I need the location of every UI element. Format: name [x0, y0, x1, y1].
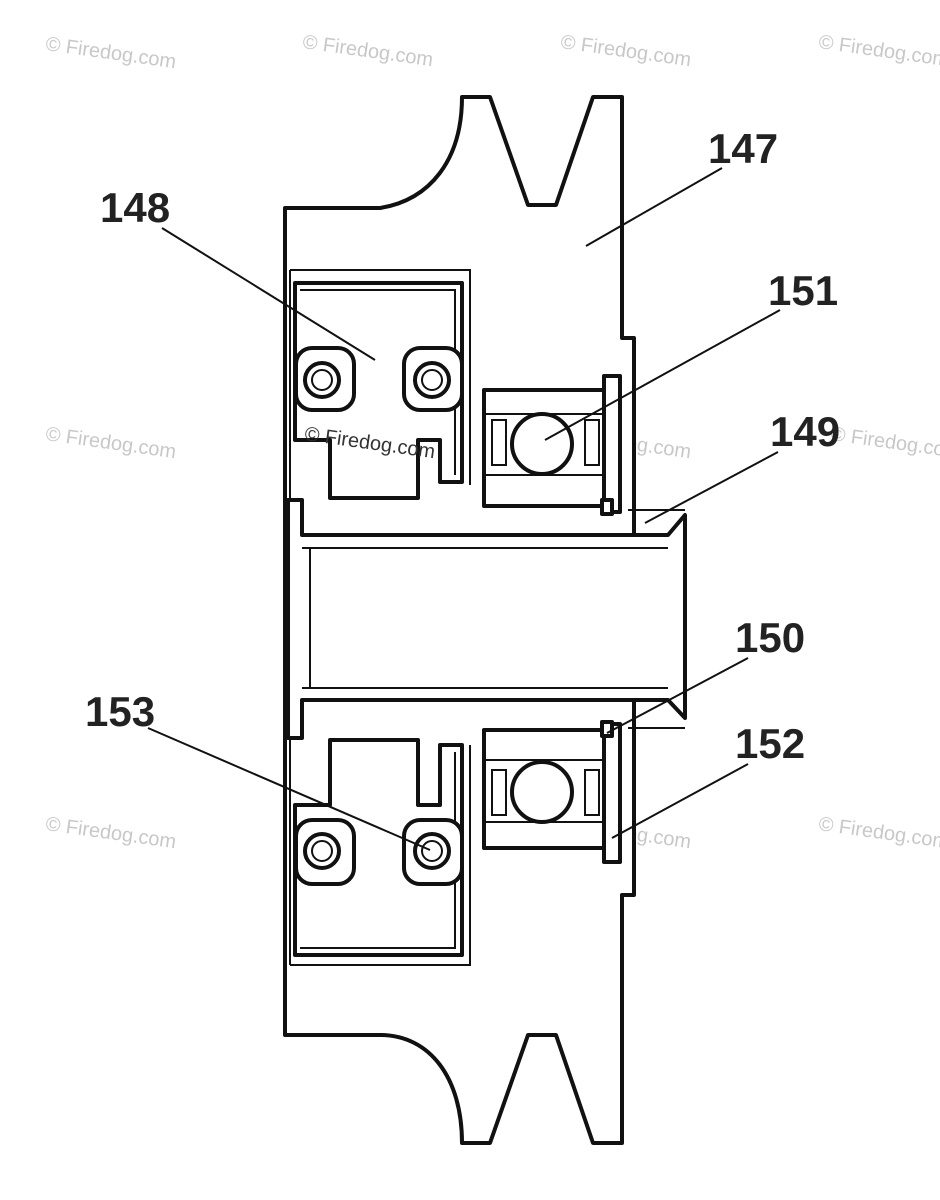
- bolt-lower-right: [402, 818, 464, 886]
- bolt-lower-left: [294, 818, 356, 886]
- leader-148: [161, 227, 376, 361]
- leader-151: [544, 309, 781, 441]
- callout-148: 148: [100, 184, 170, 231]
- leader-147: [585, 167, 723, 247]
- watermark-text: © Firedog.com: [44, 423, 177, 463]
- callout-152: 152: [735, 720, 805, 767]
- leader-152: [611, 763, 749, 839]
- housing-lower-detail: [300, 752, 456, 949]
- clip-upper: [600, 498, 614, 516]
- callout-147: 147: [708, 125, 778, 172]
- callout-153: 153: [85, 688, 155, 735]
- watermark-text: © Firedog.com: [44, 813, 177, 853]
- bolt-upper-right: [402, 346, 464, 412]
- callout-150: 150: [735, 614, 805, 661]
- watermark-text: © Firedog.com: [559, 31, 692, 71]
- callout-149: 149: [770, 408, 840, 455]
- leader-153: [147, 727, 431, 851]
- watermark-text: © Firedog.com: [301, 31, 434, 71]
- shaft-spacer: [286, 498, 687, 740]
- leader-150: [606, 657, 749, 734]
- retaining-ring-upper: [602, 374, 622, 514]
- bearing-upper: [482, 388, 608, 508]
- retaining-ring-lower: [602, 722, 622, 864]
- watermark-text: © Firedog.com: [829, 423, 940, 463]
- callout-151: 151: [768, 267, 838, 314]
- housing-lower: [293, 738, 464, 957]
- watermark-text: © Firedog.com: [44, 33, 177, 73]
- leader-149: [644, 451, 779, 524]
- clip-lower: [600, 720, 614, 738]
- watermark-text: © Firedog.com: [817, 813, 940, 853]
- bearing-lower: [482, 728, 608, 850]
- watermark-text: © Firedog.com: [817, 31, 940, 71]
- housing-upper-detail: [300, 289, 456, 475]
- bolt-upper-left: [294, 346, 356, 412]
